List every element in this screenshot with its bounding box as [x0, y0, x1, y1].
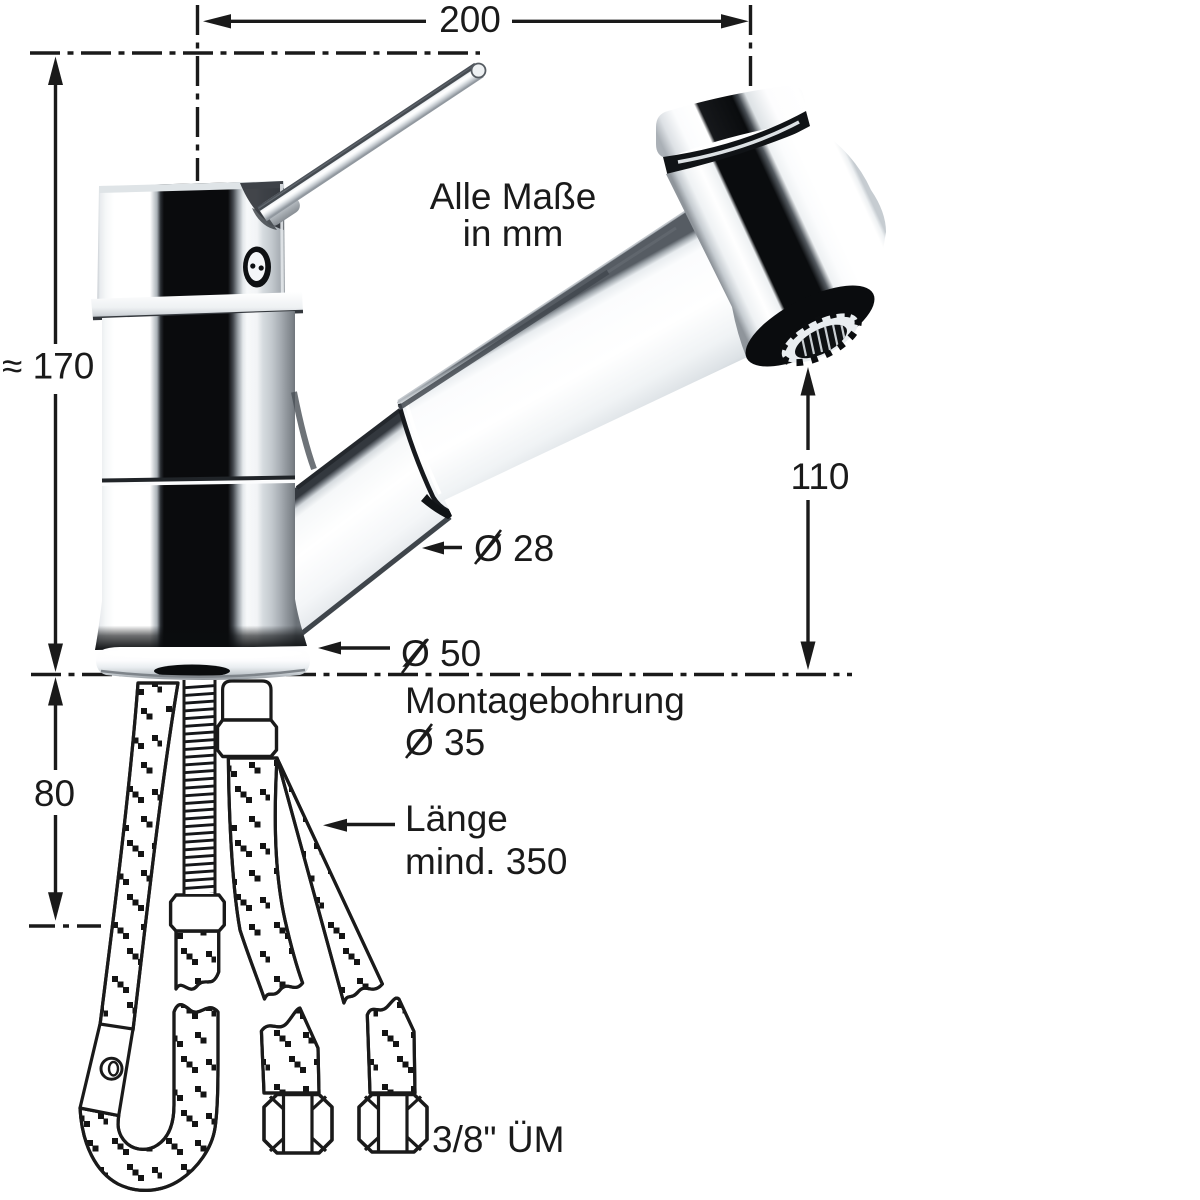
svg-text:3/8" ÜM: 3/8" ÜM	[432, 1119, 564, 1160]
svg-text:110: 110	[791, 456, 850, 497]
svg-text:Alle Maße: Alle Maße	[430, 176, 597, 217]
svg-text:Ø 50: Ø 50	[401, 633, 481, 674]
svg-text:200: 200	[439, 0, 501, 40]
svg-text:mind. 350: mind. 350	[405, 841, 568, 882]
svg-text:80: 80	[34, 773, 75, 814]
svg-text:≈ 170: ≈ 170	[2, 346, 94, 387]
svg-text:in mm: in mm	[463, 213, 564, 254]
svg-text:Länge: Länge	[405, 798, 508, 839]
svg-text:Montagebohrung: Montagebohrung	[405, 680, 685, 721]
